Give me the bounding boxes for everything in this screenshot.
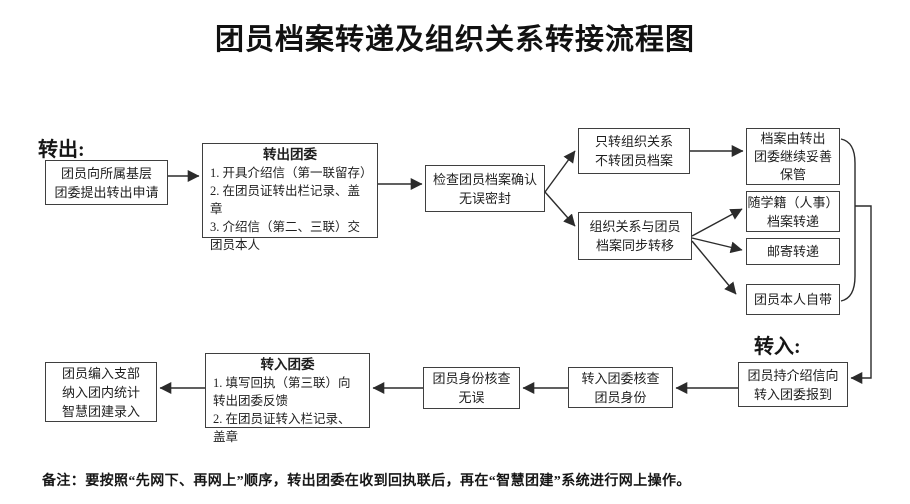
box-line: 档案由转出 (760, 130, 826, 146)
arrow-sync-to-mail (691, 237, 743, 254)
box-line: 2. 在团员证转入栏记录、盖章 (213, 412, 351, 444)
page-title: 团员档案转递及组织关系转接流程图 (214, 24, 695, 56)
box-line: 团委继续妥善 (753, 148, 832, 164)
arrow-check-to-synctransfer (544, 191, 576, 227)
box-with-student-file: 随学籍（人事） 档案转递 (746, 191, 840, 232)
box-line: 1. 开具介绍信（第一联留存） (210, 166, 373, 180)
box-line: 无误密封 (458, 190, 511, 206)
box-line: 转入团委报到 (753, 386, 832, 402)
box-line: 团员编入支部 (61, 365, 140, 381)
group-bracket (840, 138, 856, 302)
box-line: 保管 (779, 166, 806, 182)
box-line: 纳入团内统计 (61, 384, 140, 400)
box-self-carry: 团员本人自带 (746, 284, 840, 315)
box-line: 2. 在团员证转出栏记录、盖章 (210, 184, 361, 216)
box-report-in: 团员持介绍信向 转入团委报到 (738, 362, 848, 407)
box-title: 转出团委 (263, 147, 317, 162)
box-line: 检查团员档案确认 (432, 171, 537, 187)
box-keep-archive: 档案由转出 团委继续妥善 保管 (746, 128, 840, 185)
box-line: 档案转递 (766, 213, 819, 229)
box-line: 团委提出转出申请 (54, 184, 159, 200)
box-line: 随学籍（人事） (747, 194, 839, 210)
connector-to-reportin (850, 205, 872, 384)
box-final-entry: 团员编入支部 纳入团内统计 智慧团建录入 (45, 362, 157, 422)
footer-note: 备注：要按照“先网下、再网上”顺序，转出团委在收到回执联后，再在“智慧团建”系统… (42, 474, 691, 489)
box-title: 转入团委 (260, 357, 315, 372)
box-line: 团员持介绍信向 (747, 367, 839, 383)
box-mail-transfer: 邮寄转递 (746, 238, 840, 265)
box-line: 不转团员档案 (594, 153, 673, 168)
box-identity-ok: 团员身份核查 无误 (423, 367, 520, 409)
box-only-relation: 只转组织关系 不转团员档案 (578, 128, 690, 174)
box-line: 档案同步转移 (595, 238, 674, 253)
box-line: 3. 介绍信（第二、三联）交团员本人 (210, 220, 361, 252)
box-in-committee: 转入团委 1. 填写回执（第三联）向转出团委反馈 2. 在团员证转入栏记录、盖章 (205, 353, 370, 444)
transfer-out-label: 转出: (38, 139, 85, 161)
box-line: 团员身份核查 (432, 371, 511, 386)
box-check-seal: 检查团员档案确认 无误密封 (425, 165, 545, 212)
box-line: 邮寄转递 (766, 244, 819, 259)
transfer-in-label: 转入: (754, 336, 801, 358)
box-line: 转入团委核查 (581, 370, 660, 386)
box-out-committee: 转出团委 1. 开具介绍信（第一联留存） 2. 在团员证转出栏记录、盖章 3. … (202, 143, 378, 252)
box-line: 团员向所属基层 (60, 165, 152, 181)
box-line: 团员本人自带 (753, 292, 832, 307)
box-line: 无误 (458, 390, 485, 405)
box-line: 组织关系与团员 (589, 219, 681, 234)
arrow-check-to-onlyrelation (544, 150, 576, 193)
box-sync-transfer: 组织关系与团员 档案同步转移 (578, 212, 692, 260)
box-line: 1. 填写回执（第三联）向转出团委反馈 (213, 376, 351, 408)
arrow-sync-to-selfcarry (691, 240, 737, 295)
box-line: 团员身份 (594, 389, 647, 405)
box-verify-identity: 转入团委核查 团员身份 (568, 367, 673, 408)
box-line: 智慧团建录入 (61, 403, 140, 419)
box-line: 只转组织关系 (594, 134, 673, 149)
box-member-apply: 团员向所属基层 团委提出转出申请 (45, 160, 168, 205)
arrow-sync-to-studentfile (691, 208, 743, 237)
